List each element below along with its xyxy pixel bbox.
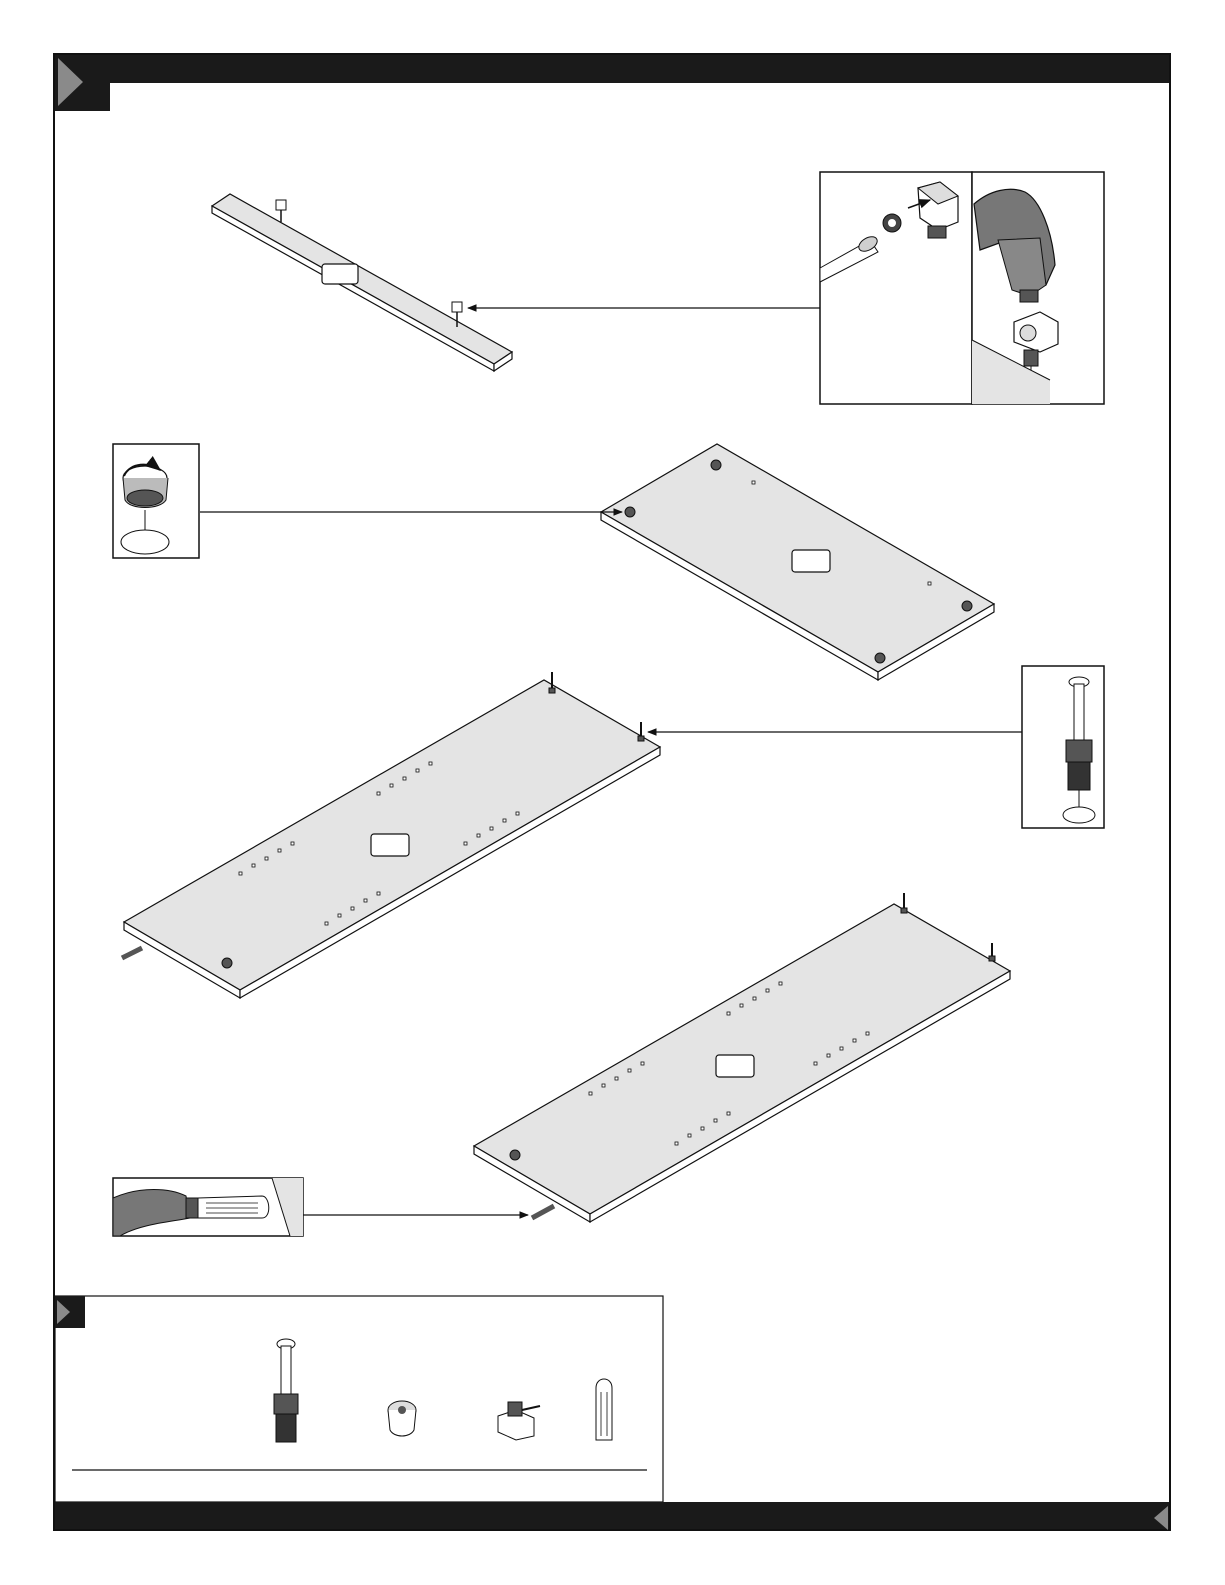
panel-label-box: [322, 264, 358, 284]
cam-bolt-icon: [989, 943, 995, 961]
panel-label-box: [716, 1055, 754, 1077]
connector-icon: [276, 200, 286, 222]
cam-bolt-icon: [549, 672, 555, 693]
panel-label-box: [792, 550, 830, 572]
wood-dowel-icon: [532, 1206, 554, 1218]
hardware-item-cam-lock: [388, 1401, 416, 1436]
top-panel: [601, 444, 994, 680]
cam-bolt-icon: [638, 722, 644, 741]
step-header-bar: [55, 55, 1169, 111]
hardware-item-dowel: [596, 1379, 612, 1440]
cam-bolt-inset: [820, 172, 972, 404]
bolt-inset: [1022, 666, 1104, 828]
side-panel-right: [474, 893, 1010, 1222]
wood-dowel-icon: [596, 1379, 612, 1440]
cam-bolt-icon: [901, 893, 907, 913]
hardware-box: [55, 1296, 663, 1502]
rail-panel: [212, 194, 512, 371]
hammer-inset: [972, 172, 1104, 404]
wood-dowel-icon: [122, 948, 142, 958]
footer-bar: [55, 1502, 1169, 1530]
cam-lock-inset: [113, 444, 199, 558]
panel-label-box: [371, 834, 409, 856]
dowel-inset: [113, 1178, 303, 1236]
side-panel-left: [122, 672, 660, 998]
